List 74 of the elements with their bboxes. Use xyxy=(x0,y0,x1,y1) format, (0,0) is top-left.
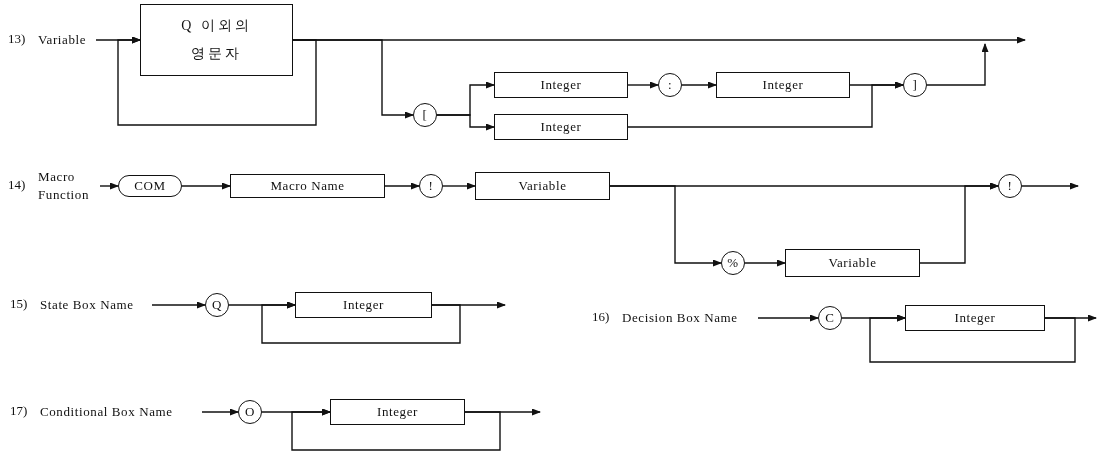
arrow xyxy=(292,39,414,119)
box-label: Integer xyxy=(540,76,582,94)
symbol-label: : xyxy=(667,76,673,94)
terminal-circle xyxy=(413,103,437,127)
symbol-label: COM xyxy=(134,177,166,195)
box-label: Integer xyxy=(343,296,384,314)
arrow xyxy=(151,301,206,309)
arrow xyxy=(681,81,717,89)
symbol-label: C xyxy=(825,309,835,327)
rule-name: State Box Name xyxy=(40,296,152,314)
arrow xyxy=(869,314,1076,363)
rule-name: Variable xyxy=(38,31,96,49)
symbol-label: O xyxy=(245,403,255,421)
section-number: 13) xyxy=(8,31,26,47)
arrow xyxy=(99,182,119,190)
terminal-circle xyxy=(818,306,842,330)
arrow xyxy=(181,182,231,190)
box-label: Variable xyxy=(518,177,567,195)
box-label: Q 이외의 영문자 xyxy=(180,17,253,63)
box-label: Macro Name xyxy=(270,177,345,195)
process-box xyxy=(140,4,293,76)
arrow xyxy=(442,182,476,190)
terminal-circle xyxy=(205,293,229,317)
arrow xyxy=(431,301,506,309)
rule-name: Decision Box Name xyxy=(622,309,758,327)
terminal-circle xyxy=(721,251,745,275)
symbol-label: ! xyxy=(428,177,434,195)
arrow xyxy=(1044,314,1097,322)
arrow xyxy=(201,408,239,416)
arrow xyxy=(627,81,659,89)
process-box xyxy=(494,72,628,98)
section-number: 15) xyxy=(10,296,28,312)
arrow xyxy=(744,259,786,267)
symbol-label: Q xyxy=(212,296,222,314)
box-label: Integer xyxy=(762,76,804,94)
box-label: Integer xyxy=(954,309,996,327)
arrow xyxy=(757,314,819,322)
symbol-label: ! xyxy=(1007,177,1013,195)
arrow xyxy=(609,185,722,267)
terminal-circle xyxy=(903,73,927,97)
process-box xyxy=(716,72,850,98)
arrow xyxy=(261,301,461,344)
arrow xyxy=(291,408,501,451)
process-box xyxy=(230,174,385,198)
box-label: Variable xyxy=(828,254,877,272)
arrow xyxy=(627,81,904,128)
terminal-circle xyxy=(658,73,682,97)
terminal-circle xyxy=(238,400,262,424)
symbol-label: ] xyxy=(912,76,918,94)
arrow xyxy=(464,408,541,416)
terminal-capsule xyxy=(118,175,182,197)
section-number: 17) xyxy=(10,403,28,419)
terminal-circle xyxy=(419,174,443,198)
process-box xyxy=(475,172,610,200)
arrow xyxy=(919,182,999,264)
terminal-circle xyxy=(998,174,1022,198)
box-label: Integer xyxy=(540,118,582,136)
arrow xyxy=(117,36,317,126)
process-box xyxy=(330,399,465,425)
symbol-label: [ xyxy=(422,106,428,124)
arrow xyxy=(384,182,420,190)
section-number: 14) xyxy=(8,177,26,193)
process-box xyxy=(494,114,628,140)
symbol-label: % xyxy=(727,254,739,272)
rule-name: Macro Function xyxy=(38,168,100,204)
arrow xyxy=(436,114,495,131)
arrow xyxy=(1021,182,1079,190)
rule-name: Conditional Box Name xyxy=(40,403,202,421)
box-label: Integer xyxy=(377,403,418,421)
process-box xyxy=(905,305,1045,331)
arrow xyxy=(926,43,989,86)
section-number: 16) xyxy=(592,309,610,325)
process-box xyxy=(295,292,432,318)
process-box xyxy=(785,249,920,277)
